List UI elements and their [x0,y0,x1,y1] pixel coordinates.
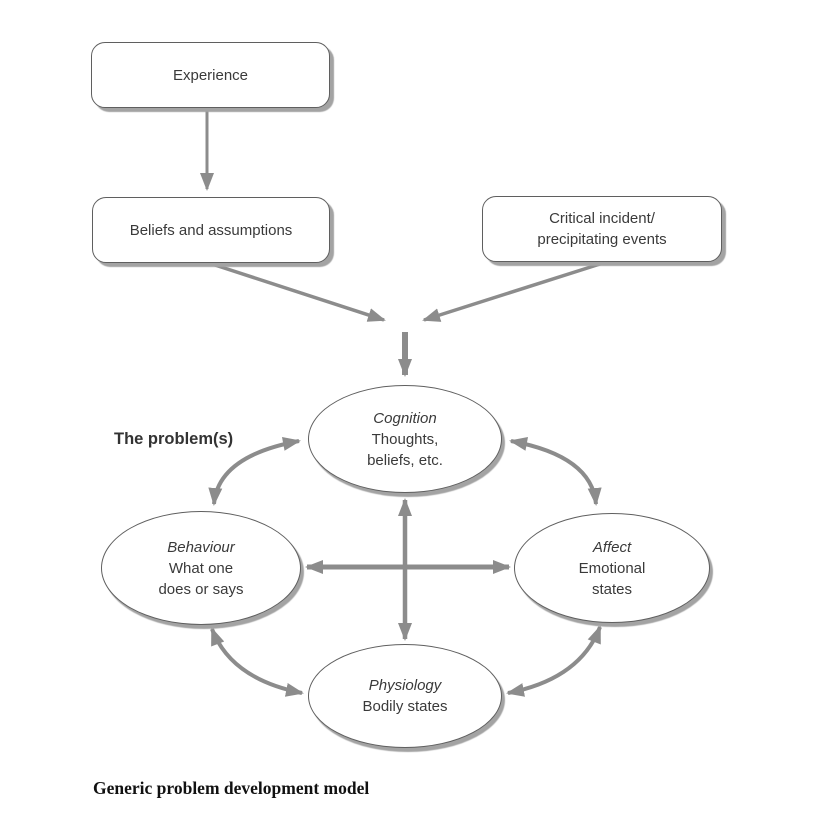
ellipse-cognition: Cognition Thoughts, beliefs, etc. [308,385,502,493]
box-experience-label: Experience [172,66,249,84]
affect-line1: Emotional [578,559,646,577]
box-critical-line1: Critical incident/ [549,210,655,227]
physiology-line1: Bodily states [362,698,448,715]
behaviour-line2: does or says [158,580,244,598]
box-critical-line2: precipitating events [537,231,667,248]
arrow-cognition-affect [509,437,602,506]
behaviour-line1: What one [168,559,234,577]
arrow-affect-physiology [506,625,602,697]
arrow-beliefs-to-convergence [214,263,386,322]
physiology-title: Physiology [368,677,442,694]
cognition-line1: Thoughts, [371,430,439,448]
box-critical-incident: Critical incident/ precipitating events [482,196,722,262]
affect-line2: states [591,580,633,598]
box-beliefs-and-assumptions: Beliefs and assumptions [92,197,330,263]
affect-title: Affect [592,538,632,556]
problem-label: The problem(s) [114,430,234,448]
arrow-behaviour-physiology [210,627,304,697]
figure-caption: Generic problem development model [93,778,370,798]
arrow-critical-to-convergence [422,262,601,322]
ellipse-behaviour: Behaviour What one does or says [101,511,301,625]
box-experience: Experience [91,42,330,108]
arrow-cognition-behaviour [208,437,301,506]
box-beliefs-label: Beliefs and assumptions [129,221,293,239]
behaviour-title: Behaviour [167,538,235,556]
cognition-line2: beliefs, etc. [367,451,443,469]
ellipse-physiology: Physiology Bodily states [308,644,502,748]
ellipse-affect: Affect Emotional states [514,513,710,623]
cognition-title: Cognition [373,409,437,427]
